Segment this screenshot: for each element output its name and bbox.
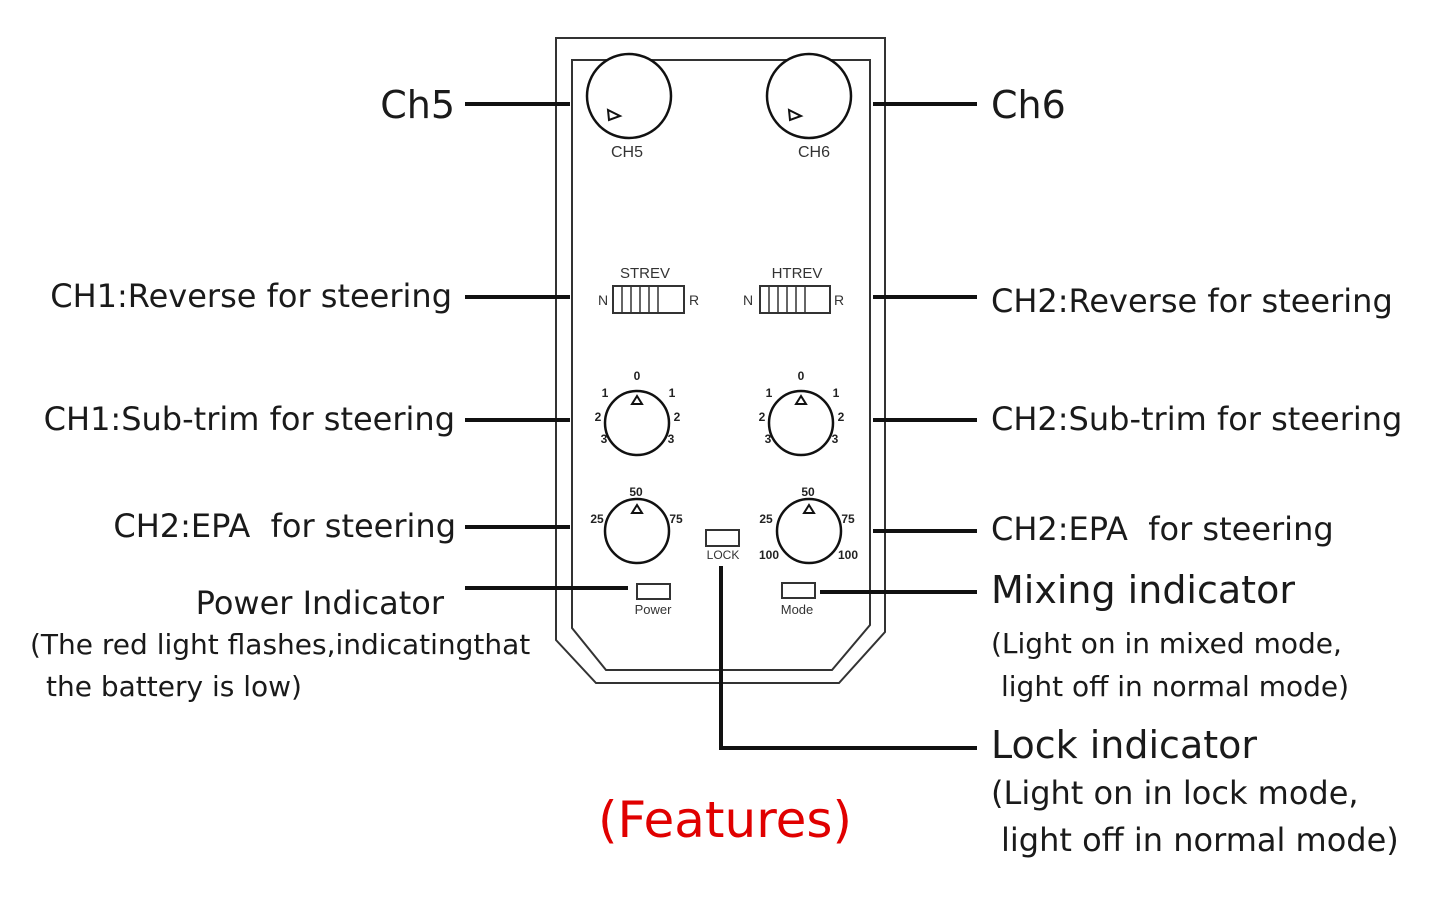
ch2-subtrim-tick-l3: 3	[765, 432, 772, 446]
callout-ch1-subtrim: CH1:Sub-trim for steering	[44, 400, 455, 438]
device-body	[555, 37, 886, 684]
ch2-subtrim-tick-r3: 3	[832, 432, 839, 446]
epa-right-tick-100-left: 100	[759, 548, 779, 562]
ch1-subtrim-tick-0: 0	[634, 369, 641, 383]
lock-device-label: LOCK	[707, 548, 740, 562]
ch2-subtrim-tick-r2: 2	[838, 410, 845, 424]
ch2-subtrim-tick-l1: 1	[766, 386, 773, 400]
epa-left-tick-25: 25	[590, 512, 604, 526]
strev-n-label: N	[598, 292, 608, 308]
ch5-device-label: CH5	[611, 144, 643, 161]
callout-ch2-reverse: CH2:Reverse for steering	[991, 282, 1393, 320]
epa-left-tick-75: 75	[669, 512, 683, 526]
ch2-subtrim-tick-r1: 1	[833, 386, 840, 400]
callout-power-note-1: (The red light flashes,indicatingthat	[30, 628, 530, 661]
epa-right-tick-100-right: 100	[838, 548, 858, 562]
callout-power-title: Power Indicator	[196, 584, 445, 622]
callout-lock-note-2: light off in normal mode)	[1001, 821, 1399, 859]
htrev-switch[interactable]	[759, 285, 831, 314]
power-light	[636, 583, 671, 600]
epa-left-tick-50: 50	[629, 485, 643, 499]
callout-ch1-reverse: CH1:Reverse for steering	[50, 277, 452, 315]
epa-knob-right[interactable]	[775, 497, 843, 565]
ch2-subtrim-tick-0: 0	[798, 369, 805, 383]
htrev-n-label: N	[743, 292, 753, 308]
ch1-subtrim-tick-r3: 3	[668, 432, 675, 446]
callout-power-note-2: the battery is low)	[46, 670, 302, 703]
ch5-knob[interactable]	[585, 52, 673, 140]
callout-epa-left: CH2:EPA for steering	[113, 507, 456, 545]
lock-leader	[719, 566, 977, 750]
lock-light	[705, 529, 740, 547]
callout-lock-title: Lock indicator	[991, 723, 1257, 767]
callout-mixing-title: Mixing indicator	[991, 568, 1295, 612]
ch2-subtrim-tick-l2: 2	[759, 410, 766, 424]
epa-right-tick-25: 25	[759, 512, 773, 526]
epa-right-tick-50: 50	[801, 485, 815, 499]
ch1-subtrim-tick-l1: 1	[602, 386, 609, 400]
ch1-subtrim-tick-l3: 3	[601, 432, 608, 446]
callout-ch5: Ch5	[380, 83, 455, 127]
epa-knob-left[interactable]	[603, 497, 671, 565]
ch1-subtrim-tick-l2: 2	[595, 410, 602, 424]
htrev-r-label: R	[834, 292, 844, 308]
callout-lock-note-1: (Light on in lock mode,	[991, 774, 1359, 812]
strev-label: STREV	[620, 265, 670, 282]
htrev-label: HTREV	[772, 265, 823, 282]
strev-switch[interactable]	[612, 285, 685, 314]
mode-device-label: Mode	[781, 602, 814, 617]
ch2-subtrim-knob[interactable]	[767, 389, 835, 457]
ch6-knob[interactable]	[765, 52, 853, 140]
epa-right-tick-75: 75	[841, 512, 855, 526]
ch1-subtrim-tick-r2: 2	[674, 410, 681, 424]
callout-ch2-subtrim: CH2:Sub-trim for steering	[991, 400, 1402, 438]
callout-mixing-note-2: light off in normal mode)	[1001, 670, 1349, 703]
strev-r-label: R	[689, 292, 699, 308]
ch1-subtrim-tick-r1: 1	[669, 386, 676, 400]
callout-ch6: Ch6	[991, 83, 1066, 127]
ch1-subtrim-knob[interactable]	[603, 389, 671, 457]
mode-light	[781, 582, 816, 599]
power-device-label: Power	[635, 602, 673, 617]
callout-epa-right: CH2:EPA for steering	[991, 510, 1334, 548]
callout-mixing-note-1: (Light on in mixed mode,	[991, 627, 1342, 660]
features-caption: (Features)	[598, 791, 852, 849]
ch6-device-label: CH6	[798, 144, 830, 161]
